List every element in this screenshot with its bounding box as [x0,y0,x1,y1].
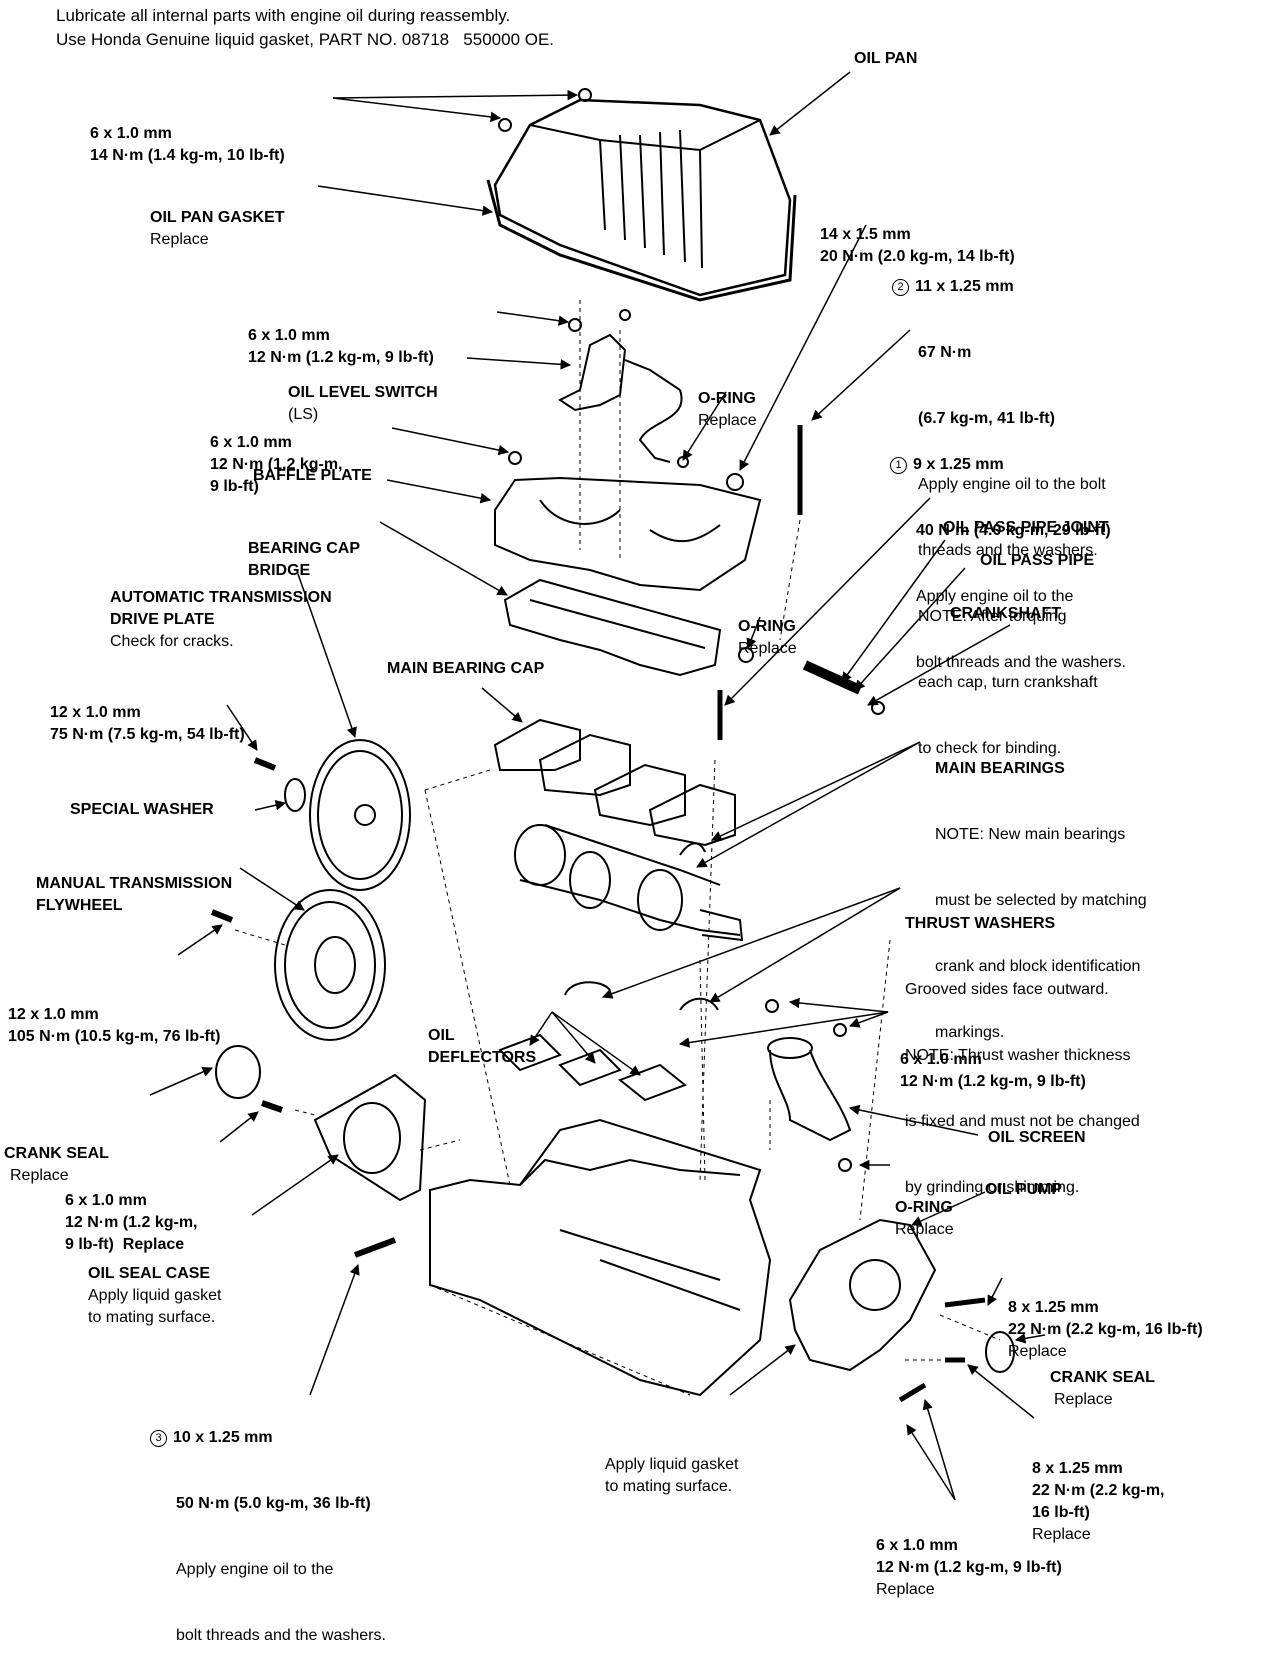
label-oil-pass-pipe: OIL PASS PIPE [980,552,1095,569]
flywheel [210,889,386,1041]
bolt [833,1023,847,1037]
o-ring [838,1158,852,1172]
label-main-bearing-cap: MAIN BEARING CAP [387,660,545,677]
oil-level-switch [558,309,683,463]
o-ring [677,456,689,468]
label-oil-pan: OIL PAN [854,50,918,67]
bolt [944,1297,986,1308]
bolt [765,999,779,1013]
label-baffle-plate: BAFFLE PLATE [253,467,372,484]
main-bearing-caps [493,718,736,847]
leader-arrows [149,71,1046,1501]
bearing-shell [679,842,706,856]
bolt [508,451,522,465]
header-note-1: Lubricate all internal parts with engine… [56,6,511,25]
oil-pan [486,88,797,302]
label-oil-level-switch: OIL LEVEL SWITCH(LS) [288,384,438,423]
label-special-washer: SPECIAL WASHER [70,801,214,818]
label-oil-pass-pipe-joint: OIL PASS PIPE JOINT [943,519,1109,536]
o-ring [871,701,885,715]
bolt [726,473,744,491]
oil-screen [767,1037,852,1142]
engine-block [429,1118,772,1397]
callout-number: 3 [150,1430,167,1447]
oil-seal-case [261,1073,427,1202]
o-ring [738,647,754,663]
bolt [898,1382,927,1403]
bolt [353,1237,397,1258]
oil-pass-pipe [802,660,863,695]
thrust-washer [564,981,611,996]
label-main-bearings: MAIN BEARINGS NOTE: New main bearings mu… [935,760,1147,1041]
bearing-cap-bridge [503,578,722,677]
alignment-lines [234,300,1001,1396]
crankshaft [514,824,744,942]
exploded-engine-diagram [149,71,1046,1501]
header-note-2: Use Honda Genuine liquid gasket, PART NO… [56,30,555,49]
drive-plate [253,739,411,891]
callout-number: 2 [892,279,909,296]
label-thrust-washers: THRUST WASHERS Grooved sides face outwar… [905,915,1140,1196]
baffle-plate [494,476,762,592]
label-oil-pump: OIL PUMP [985,1181,1063,1198]
callout-number: 1 [890,457,907,474]
bearing-shell [679,997,719,1011]
oil-pump [788,1218,1015,1373]
label-crankshaft: CRANKSHAFT [950,605,1062,622]
label-oil-screen: OIL SCREEN [988,1129,1086,1146]
crank-seal [215,1045,261,1099]
